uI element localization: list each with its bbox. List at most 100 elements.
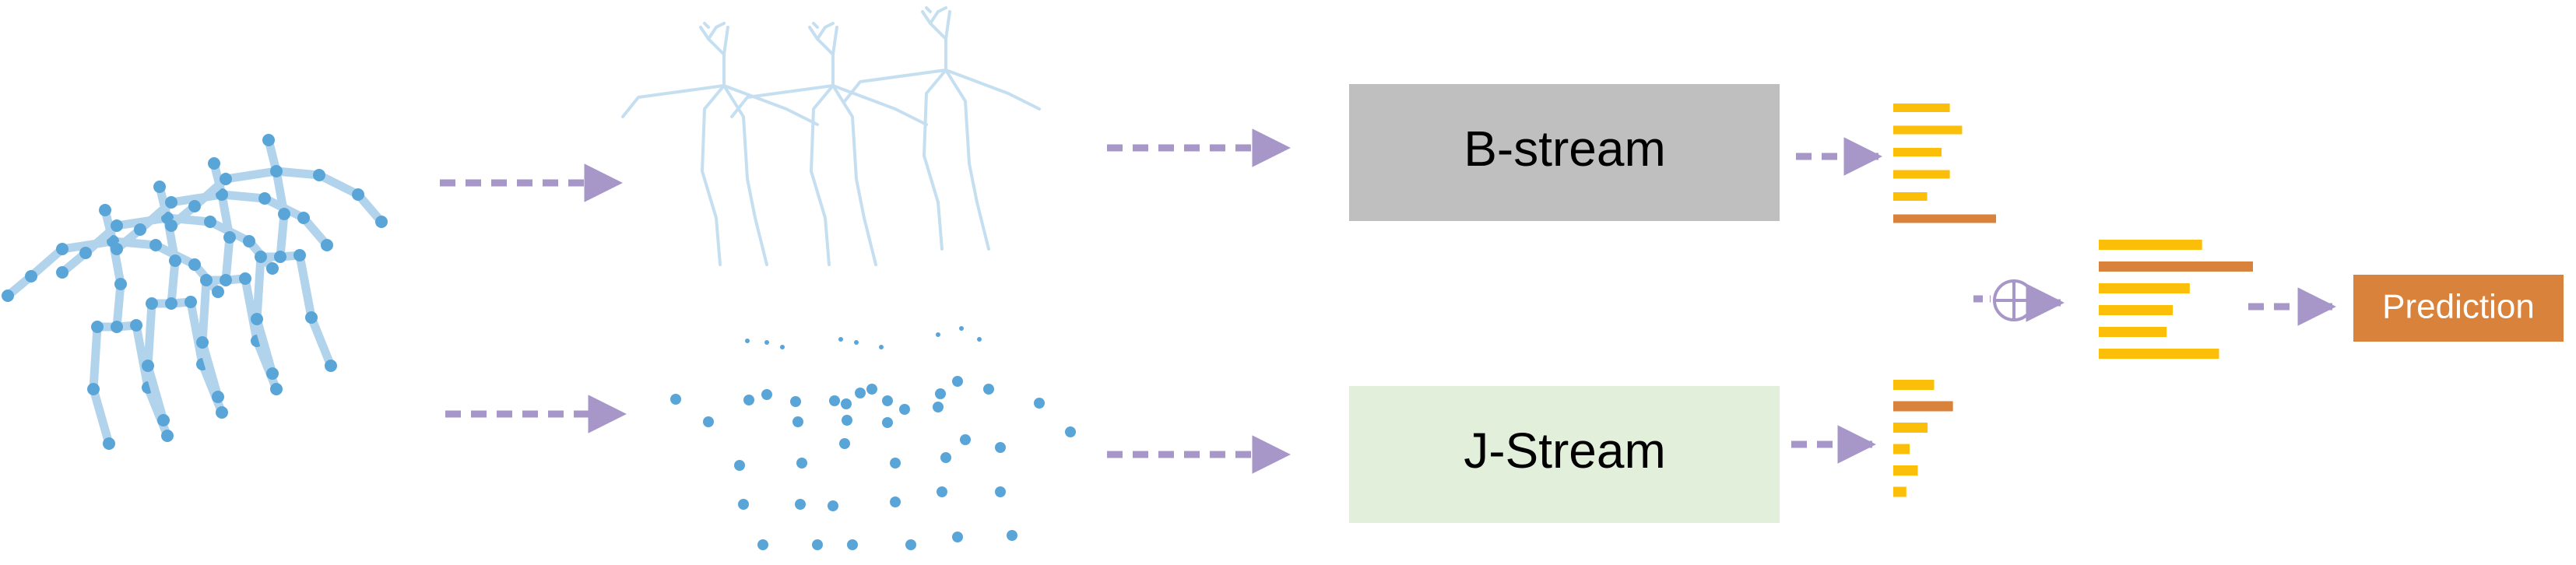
input-joint-dot xyxy=(274,251,286,263)
input-bone xyxy=(167,256,180,308)
joint-dot xyxy=(796,458,807,468)
input-bone xyxy=(143,361,168,425)
j-stream-box xyxy=(1349,386,1780,523)
input-bone xyxy=(295,251,316,322)
score-bar xyxy=(2099,305,2174,315)
joint-dot xyxy=(847,539,858,550)
joint-dot xyxy=(960,434,971,445)
joint-dot xyxy=(828,500,838,511)
score-bar xyxy=(1893,104,1950,112)
input-joint-dot xyxy=(111,321,123,333)
bone-segment xyxy=(923,68,947,251)
input-joint-dot xyxy=(243,235,255,247)
input-joint-dot xyxy=(375,216,388,228)
joint-dot xyxy=(838,337,843,342)
input-joint-dot xyxy=(200,274,213,286)
input-joint-dot xyxy=(204,216,216,228)
input-bone xyxy=(167,190,227,207)
bone-segment xyxy=(707,26,729,56)
fusion-plus-icon xyxy=(1993,279,2035,321)
joint-dot xyxy=(935,388,946,399)
bone-segment xyxy=(812,22,819,29)
joint-representation xyxy=(670,326,1076,550)
bone-segment xyxy=(730,84,835,118)
input-joint-dot xyxy=(313,169,325,181)
input-joint-dot xyxy=(297,212,310,224)
bone-segment xyxy=(722,84,819,126)
bone-segment xyxy=(816,26,838,56)
input-joint-dot xyxy=(111,219,123,232)
input-joint-dot xyxy=(79,247,92,259)
input-joint-dot xyxy=(321,239,333,251)
b-stream-box xyxy=(1349,84,1780,221)
input-bone xyxy=(112,213,172,230)
input-joint-dot xyxy=(2,290,14,302)
joint-dot xyxy=(933,402,944,412)
input-joint-dot xyxy=(146,297,158,310)
joint-dot xyxy=(738,499,749,510)
input-bone xyxy=(217,190,234,242)
input-joint-dot xyxy=(239,272,251,285)
input-joint-dot xyxy=(223,231,236,244)
input-bone xyxy=(315,170,363,199)
joint-dot xyxy=(952,532,963,542)
input-joint-dot xyxy=(134,223,146,236)
prediction-box xyxy=(2353,275,2564,342)
input-joint-dot xyxy=(165,219,177,232)
input-bone xyxy=(143,299,156,370)
input-joint-dot xyxy=(161,430,174,442)
input-joint-dot xyxy=(212,391,224,403)
input-bone xyxy=(272,167,289,219)
joint-dot xyxy=(761,389,772,400)
input-bone xyxy=(221,233,234,285)
joint-dot xyxy=(812,539,823,550)
joint-dot xyxy=(882,417,893,428)
score-bar xyxy=(1893,401,1953,412)
joint-dot xyxy=(1034,398,1045,409)
joint-dot xyxy=(905,539,916,550)
joint-dot xyxy=(854,340,859,345)
score-bar xyxy=(1893,486,1907,497)
bone-representation xyxy=(621,6,1041,266)
joint-dot xyxy=(829,395,840,406)
j-stream-score-bars xyxy=(1893,380,1953,497)
input-joint-dot xyxy=(188,200,201,212)
score-bar xyxy=(1893,192,1928,201)
input-joint-dot xyxy=(99,204,111,216)
input-bone xyxy=(272,167,324,180)
joint-dot xyxy=(890,458,901,468)
prediction-label: Prediction xyxy=(2382,288,2535,326)
input-bone xyxy=(276,209,289,261)
input-bone xyxy=(198,275,211,347)
joint-dot xyxy=(745,339,750,343)
score-bar xyxy=(1893,170,1950,179)
score-bar xyxy=(1893,444,1910,454)
input-joint-dot xyxy=(212,286,224,298)
input-bone xyxy=(81,221,121,258)
bone-segment xyxy=(701,84,726,266)
bone-segment xyxy=(929,10,940,25)
input-joint-dot xyxy=(169,254,181,267)
bone-segment xyxy=(824,22,835,29)
input-joint-dot xyxy=(188,258,201,271)
input-skeleton-sequence xyxy=(2,134,388,450)
joint-dot xyxy=(703,416,714,427)
joint-dot xyxy=(882,395,893,406)
joint-dot xyxy=(995,442,1006,453)
bone-segment xyxy=(944,68,1041,111)
joint-dot xyxy=(940,452,951,463)
input-bone xyxy=(132,321,153,392)
bone-segment xyxy=(816,26,827,40)
input-joint-dot xyxy=(149,239,162,251)
input-bone xyxy=(89,384,114,448)
bone-segment xyxy=(831,84,928,126)
score-bar xyxy=(1893,380,1935,390)
joint-dot xyxy=(1065,426,1076,437)
input-bone xyxy=(135,198,176,234)
joint-dot xyxy=(743,395,754,405)
input-joint-dot xyxy=(220,274,232,286)
input-joint-dot xyxy=(165,297,177,310)
joint-dot xyxy=(1007,530,1017,541)
bone-segment xyxy=(715,22,726,29)
